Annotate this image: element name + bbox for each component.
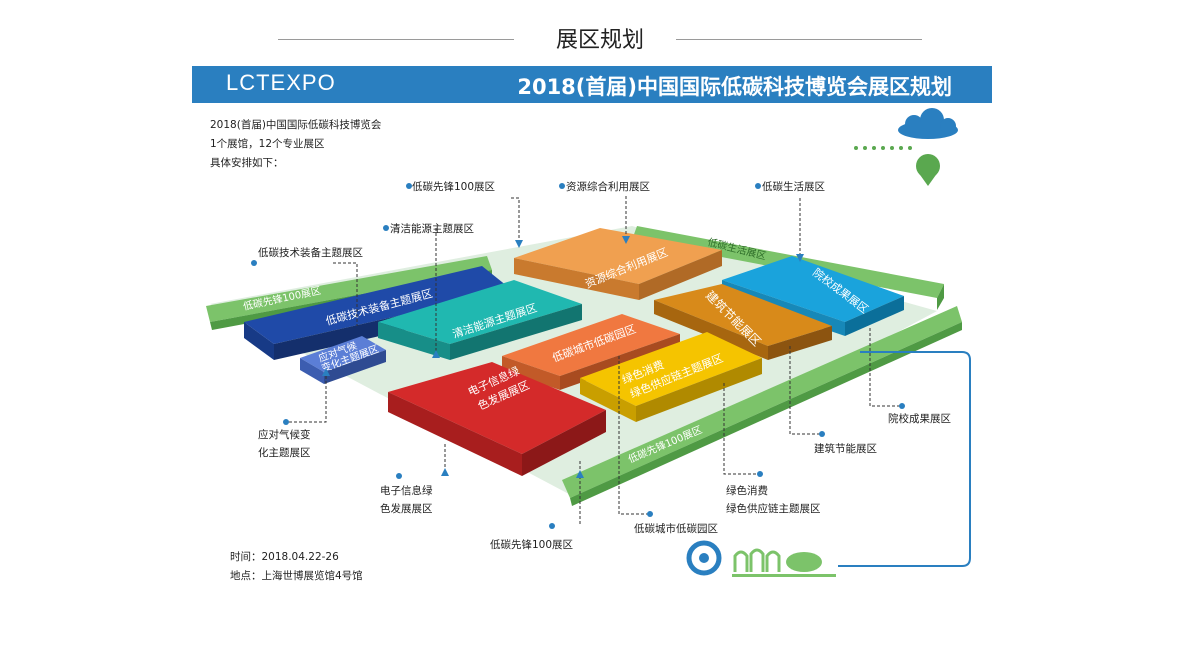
page-header: 展区规划 [0,22,1200,54]
dotted-line-icon [854,146,912,150]
callout-tech-equip: 低碳技术装备主题展区 [258,246,363,259]
callout-electronic-1: 电子信息绿 [380,484,433,497]
banner: LCTEXPO 2018(首届)中国国际低碳科技博览会展区规划 [192,66,992,103]
event-time: 时间：2018.04.22-26 [230,551,339,563]
intro-line-3: 具体安排如下： [210,157,284,169]
intro-text: 2018(首届)中国国际低碳科技博览会 1个展馆，12个专业展区 具体安排如下： [210,116,381,173]
callout-clean-energy: 清洁能源主题展区 [390,222,474,235]
callout-city: 低碳城市低碳园区 [634,522,718,535]
zone-resource: 资源综合利用展区 [514,228,722,300]
callout-climate-1: 应对气候变 [258,428,311,441]
callout-building: 建筑节能展区 [814,442,877,455]
title-divider-right [676,39,922,40]
zone-electronic: 电子信息绿 色发展展区 [388,362,606,476]
frame-accent-line [838,351,971,567]
callout-pioneer-bottom: 低碳先锋100展区 [490,538,573,551]
callout-climate-2: 化主题展区 [258,446,311,459]
banner-title: 2018(首届)中国国际低碳科技博览会展区规划 [517,75,952,99]
floor-plan-diagram: 低碳先锋100展区 低碳生活展区 低碳先锋100展区 资源综合利用展区 院校成果… [206,108,971,577]
zone-city: 低碳城市低碳园区 [502,314,680,390]
title-divider-left [278,39,514,40]
banner-logo: LCTEXPO [226,70,336,95]
callout-electronic-2: 色发展展区 [380,502,433,515]
page-title: 展区规划 [0,22,1200,54]
callout-green-2: 绿色供应链主题展区 [726,502,821,515]
zone-green-consume: 绿色消费 绿色供应链主题展区 [580,332,762,422]
location-pin-icon [916,154,940,186]
intro-line-1: 2018(首届)中国国际低碳科技博览会 [210,119,382,131]
callout-dots [251,183,905,529]
expo-layout-figure: LCTEXPO 2018(首届)中国国际低碳科技博览会展区规划 2018(首届)… [192,66,992,606]
intro-line-2: 1个展馆，12个专业展区 [210,138,325,150]
callout-resource: 资源综合利用展区 [566,180,650,193]
zone-climate: 应对气候 变化主题展区 [300,336,386,384]
plant-icon [733,548,781,572]
zone-building: 建筑节能展区 [654,284,832,360]
zone-clean-energy: 清洁能源主题展区 [378,280,582,360]
callout-green-1: 绿色消费 [726,484,768,497]
event-info: 时间：2018.04.22-26 地点：上海世博展览馆4号馆 [230,548,363,586]
callout-life: 低碳生活展区 [762,180,825,193]
hill-icon [732,552,836,577]
cloud-icon [898,108,958,139]
callout-college: 院校成果展区 [888,412,951,425]
email-icon [686,540,722,576]
callout-arrows [322,236,804,478]
event-location: 地点：上海世博展览馆4号馆 [230,570,363,582]
callout-pioneer-top: 低碳先锋100展区 [412,180,495,193]
